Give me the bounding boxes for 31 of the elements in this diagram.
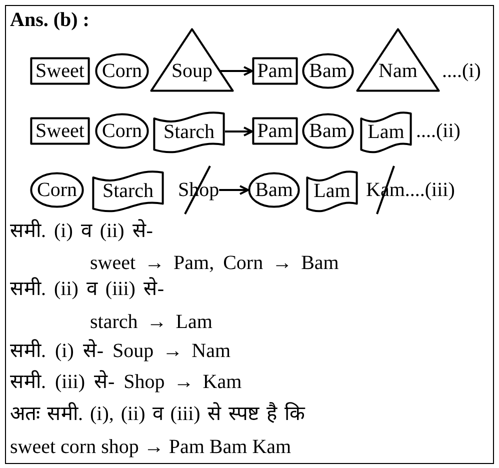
solution-line: starch → Lam	[90, 311, 212, 333]
banner-node: Starch	[92, 168, 164, 212]
oval-node: Corn	[95, 53, 149, 89]
arrow	[219, 185, 249, 195]
rectangle-node: Sweet	[30, 57, 90, 85]
banner-node: Lam	[360, 109, 412, 153]
solution-line: समी. (i) व (ii) से-	[10, 220, 153, 242]
oval-node: Corn	[30, 172, 84, 208]
rectangle-node: Pam	[252, 117, 298, 145]
arrow	[225, 126, 253, 136]
triangle-node: Soup	[150, 28, 234, 92]
triangle-node: Nam	[356, 28, 440, 92]
banner-node: Starch	[153, 109, 225, 153]
oval-node: Bam	[302, 113, 354, 149]
oval-node: Corn	[95, 113, 149, 149]
rectangle-node: Sweet	[30, 117, 90, 145]
oval-node: Bam	[248, 172, 300, 208]
solution-line: अतः समी. (i), (ii) व (iii) से स्पष्ट है कि	[10, 403, 304, 425]
answer-heading: Ans. (b) :	[10, 9, 90, 31]
row-marker: ....(iii)	[404, 179, 455, 201]
solution-line: sweet corn shop → Pam Bam Kam	[10, 436, 292, 458]
banner-node: Lam	[306, 168, 358, 212]
rectangle-node: Pam	[252, 57, 298, 85]
row-marker: ....(ii)	[416, 120, 460, 142]
solution-line: समी. (i) से- Soup → Nam	[10, 340, 231, 362]
arrow	[220, 66, 253, 76]
solution-line: समी. (ii) व (iii) से-	[10, 278, 164, 300]
oval-node: Bam	[302, 53, 354, 89]
row-marker: ....(i)	[442, 60, 481, 82]
solution-line: समी. (iii) से- Shop → Kam	[10, 371, 242, 393]
solution-line: sweet → Pam, Corn → Bam	[90, 252, 339, 274]
